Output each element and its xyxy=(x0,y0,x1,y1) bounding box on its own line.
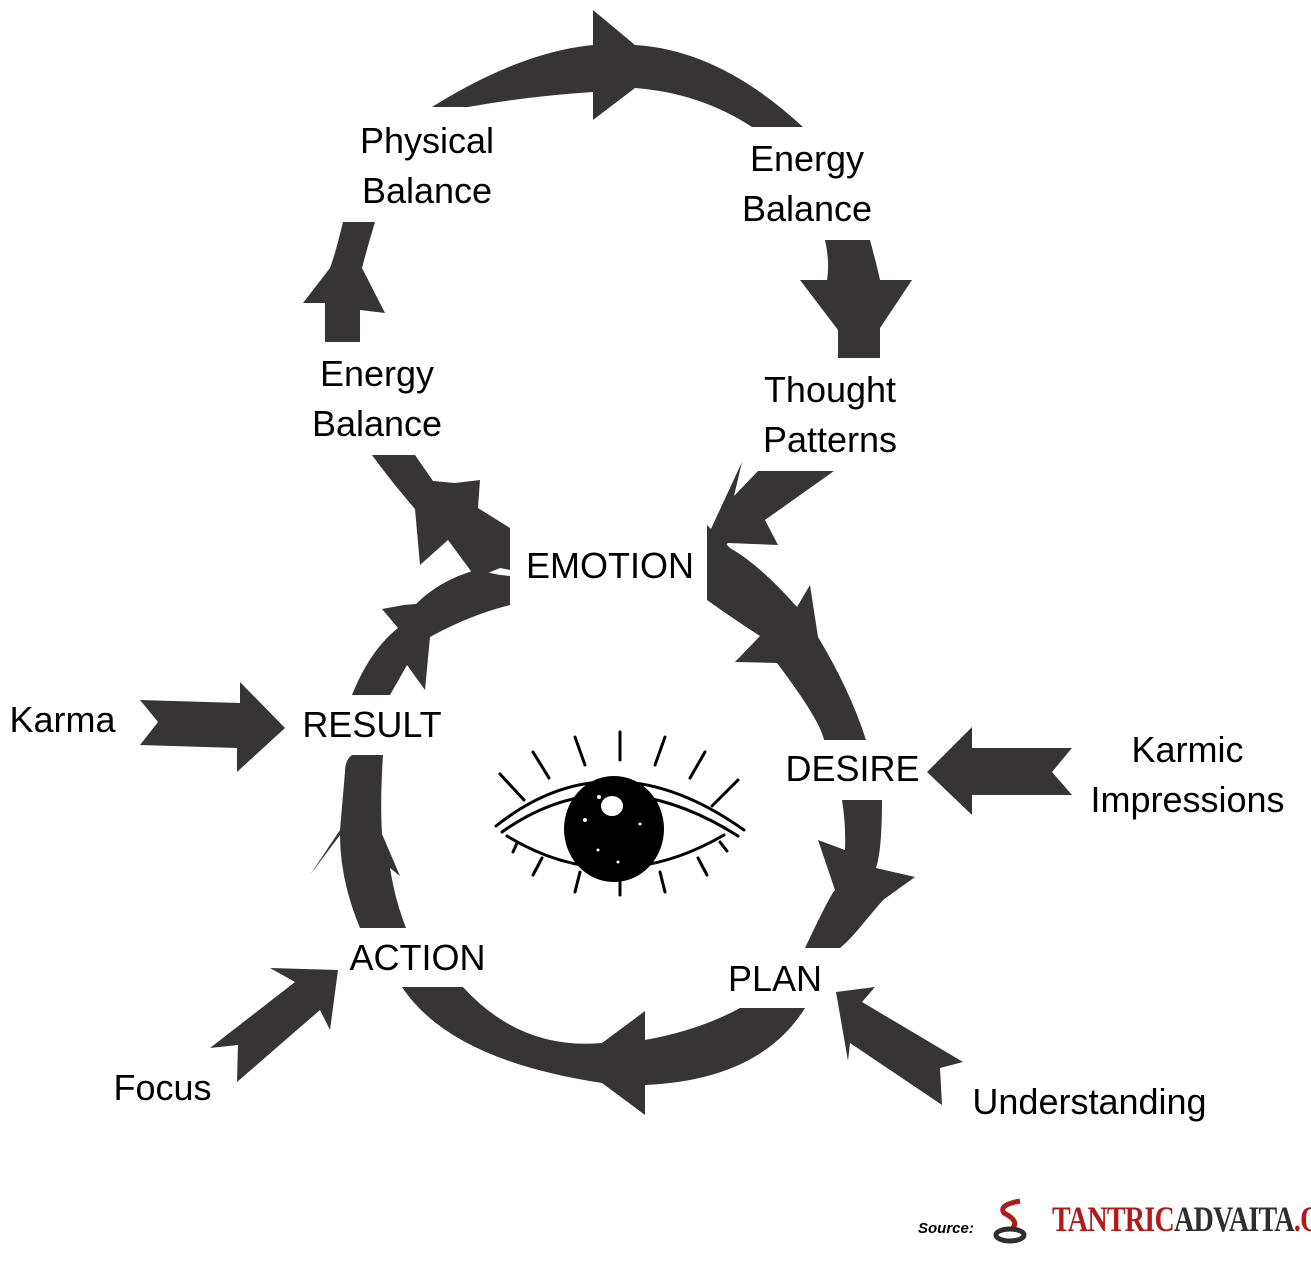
arrow-karma-to-result xyxy=(140,682,285,772)
arrow-focus-to-action xyxy=(210,968,338,1082)
brand-name[interactable]: TANTRICADVAITA.ORG xyxy=(1052,1198,1311,1240)
arrow-emotion-to-energy xyxy=(372,455,510,578)
arrow-action-to-result xyxy=(310,755,406,928)
arrow-energy-to-thought xyxy=(800,240,912,358)
arrow-thought-to-emotion xyxy=(710,462,834,560)
arrow-energy-to-physical xyxy=(303,222,385,342)
label-karmic-impressions: Karmic Impressions xyxy=(1090,729,1285,820)
arrow-plan-to-action xyxy=(402,987,805,1115)
brand-part-tantric: TANTRIC xyxy=(1052,1199,1175,1239)
arrow-impressions-to-desire xyxy=(927,727,1072,815)
arrow-physical-to-energy xyxy=(432,10,803,127)
label-desire: DESIRE xyxy=(785,748,920,789)
label-energy-balance-top-right: Energy Balance xyxy=(741,138,873,229)
label-action: ACTION xyxy=(349,937,486,978)
brand-logo-icon xyxy=(993,1198,1027,1244)
eye-icon xyxy=(494,730,746,897)
label-focus: Focus xyxy=(113,1067,212,1108)
label-physical-balance: Physical Balance xyxy=(359,120,495,211)
arrow-desire-to-plan xyxy=(805,800,915,948)
label-thought-patterns: Thought Patterns xyxy=(762,369,898,460)
arrow-result-to-emotion xyxy=(352,570,510,695)
label-karma: Karma xyxy=(9,699,116,740)
source-label: Source: xyxy=(918,1220,974,1237)
label-emotion: EMOTION xyxy=(526,545,694,586)
brand-part-org: .ORG xyxy=(1293,1199,1311,1239)
label-result: RESULT xyxy=(302,704,442,745)
arrow-emotion-to-desire xyxy=(707,525,866,740)
label-understanding: Understanding xyxy=(972,1081,1207,1122)
label-energy-balance-left: Energy Balance xyxy=(311,353,443,444)
arrow-understanding-to-plan xyxy=(836,987,963,1105)
label-plan: PLAN xyxy=(727,958,823,999)
brand-part-advaita: ADVAITA xyxy=(1173,1199,1295,1239)
